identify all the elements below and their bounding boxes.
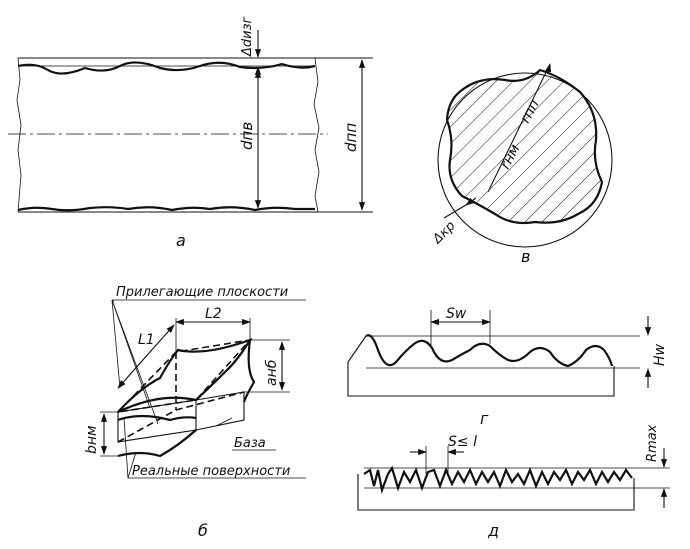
- label-d-pp: dпп: [342, 123, 360, 152]
- r-pp-arrow: [545, 63, 552, 73]
- leader-adj-1: [111, 299, 121, 389]
- panel-d-roughness: [357, 446, 670, 511]
- label-Hw: Hw: [652, 343, 668, 366]
- leader-base: [215, 417, 233, 427]
- label-Rmax: Rmax: [645, 424, 660, 462]
- label-base: База: [234, 436, 266, 451]
- specimen-body-d: [357, 474, 635, 511]
- delta-kr-arrow-in: [465, 197, 477, 206]
- real-right-edge: [242, 339, 256, 403]
- specimen-body: [347, 362, 615, 397]
- panel-v-section: [437, 63, 613, 248]
- label-L1: L1: [138, 332, 155, 348]
- leader-real-1: [123, 417, 129, 479]
- real-surface-base: [117, 429, 197, 458]
- label-d-izg: Δdизг: [240, 16, 255, 57]
- label-a-nb: aнб: [264, 359, 280, 386]
- real-profile-bottom: [17, 206, 315, 212]
- real-surface-bottom-front: [117, 414, 197, 422]
- leader-adj-3: [111, 299, 159, 425]
- dim-L1: [117, 324, 175, 389]
- leader-real-2: [127, 451, 137, 479]
- waviness-profile: [365, 334, 614, 368]
- delta-kr-leader: [443, 204, 467, 219]
- specimen-left-slope: [347, 335, 367, 363]
- adjacent-circle: [437, 72, 613, 248]
- prism-side-face: [195, 391, 245, 431]
- panel-a-cylinder: [8, 30, 373, 213]
- right-break-edge: [313, 57, 320, 213]
- caption-d: д: [487, 521, 499, 540]
- label-delta-kr: Δкр: [430, 219, 459, 248]
- real-section-profile: [445, 68, 604, 225]
- real-surface-top: [117, 337, 253, 413]
- label-b-nm: bнм: [84, 425, 100, 454]
- label-L2: L2: [205, 306, 222, 322]
- radius-line: [487, 63, 551, 193]
- label-S-le-l: S≤ l: [448, 434, 477, 450]
- caption-g: г: [480, 409, 489, 428]
- label-real-surfaces: Реальные поверхности: [132, 464, 290, 479]
- real-profile-top: [17, 61, 316, 75]
- label-adjacent-planes: Прилегающие плоскости: [116, 285, 288, 300]
- label-Sw: Sw: [446, 306, 467, 322]
- roughness-profile: [363, 465, 633, 494]
- caption-v: в: [521, 247, 530, 266]
- panel-b-prism: [100, 299, 306, 479]
- panel-g-waviness: [347, 310, 652, 397]
- left-break-edge: [16, 57, 22, 213]
- caption-a: а: [176, 231, 186, 250]
- hidden-base-edges: [117, 391, 245, 443]
- caption-b: б: [198, 521, 208, 540]
- label-d-pv: dпв: [238, 122, 256, 150]
